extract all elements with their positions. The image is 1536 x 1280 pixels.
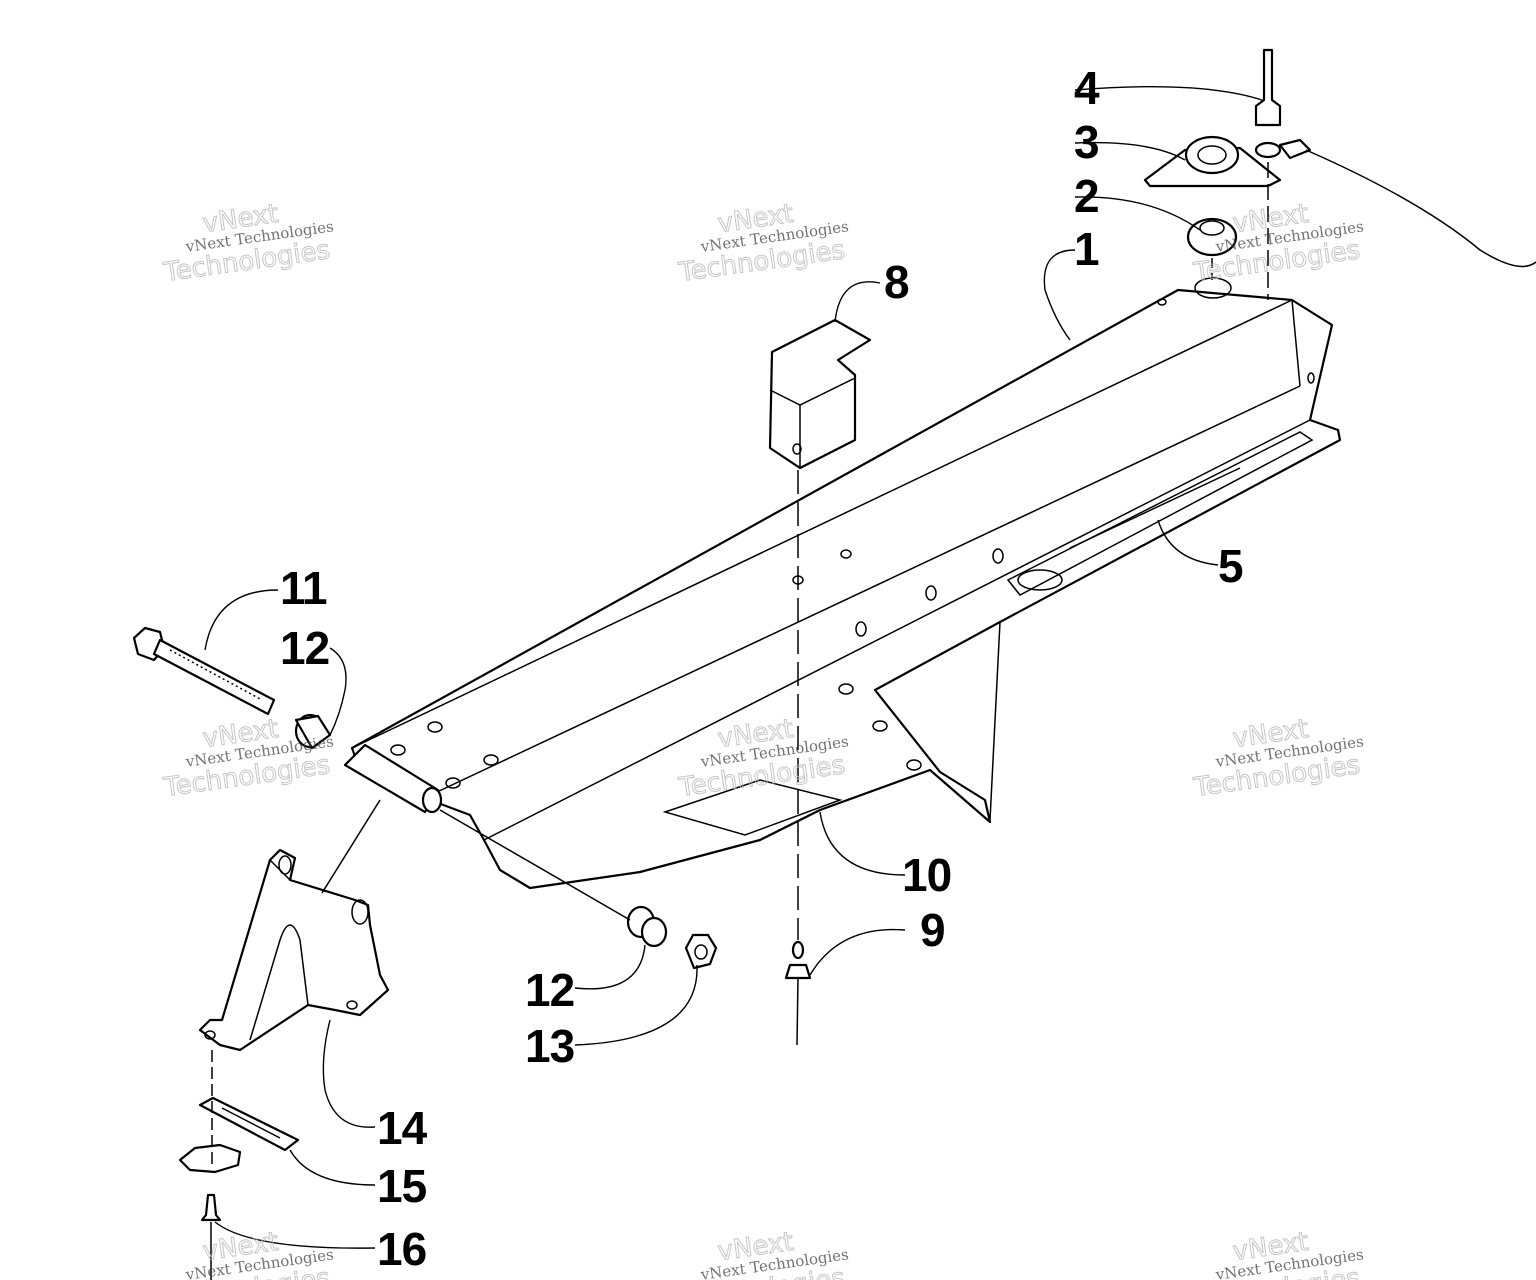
watermark-group: vNext Technologies vNext Technologies vN… xyxy=(161,198,1365,1280)
watermark: vNext Technologies vNext Technologies xyxy=(161,1226,335,1280)
callout-9: 9 xyxy=(920,904,945,956)
bolt xyxy=(132,626,276,716)
mount-assembly xyxy=(1143,48,1536,300)
clip-bracket xyxy=(768,318,872,470)
callout-15: 15 xyxy=(377,1160,427,1212)
callout-8: 8 xyxy=(884,256,909,308)
bushings-and-nut xyxy=(294,713,718,970)
foot-pad-and-rivet xyxy=(178,1050,300,1280)
callout-14: 14 xyxy=(377,1102,428,1154)
callout-2: 2 xyxy=(1074,170,1099,222)
rivet xyxy=(784,940,812,1046)
support-stand xyxy=(198,799,390,1052)
watermark: vNext Technologies vNext Technologies xyxy=(161,198,335,288)
watermark: vNext Technologies vNext Technologies xyxy=(1191,713,1365,803)
callout-12-upper: 12 xyxy=(280,622,329,674)
chassis-plate xyxy=(350,277,1342,890)
callout-labels: 1 2 3 4 5 8 9 10 11 12 12 13 14 15 16 xyxy=(280,62,1244,1275)
callout-11: 11 xyxy=(280,562,327,614)
watermark: vNext Technologies vNext Technologies xyxy=(1191,1226,1365,1280)
callout-5: 5 xyxy=(1218,540,1243,592)
callout-3: 3 xyxy=(1074,116,1099,168)
callout-13: 13 xyxy=(525,1020,574,1072)
leader-lines xyxy=(204,85,1263,1249)
pivot-tube xyxy=(343,743,631,921)
callout-12-lower: 12 xyxy=(525,964,574,1016)
callout-1: 1 xyxy=(1074,223,1099,275)
callout-16: 16 xyxy=(377,1223,426,1275)
callout-4: 4 xyxy=(1074,62,1100,114)
callout-10: 10 xyxy=(902,849,951,901)
watermark: vNext Technologies vNext Technologies xyxy=(676,1226,850,1280)
watermark: vNext Technologies vNext Technologies xyxy=(676,198,850,288)
